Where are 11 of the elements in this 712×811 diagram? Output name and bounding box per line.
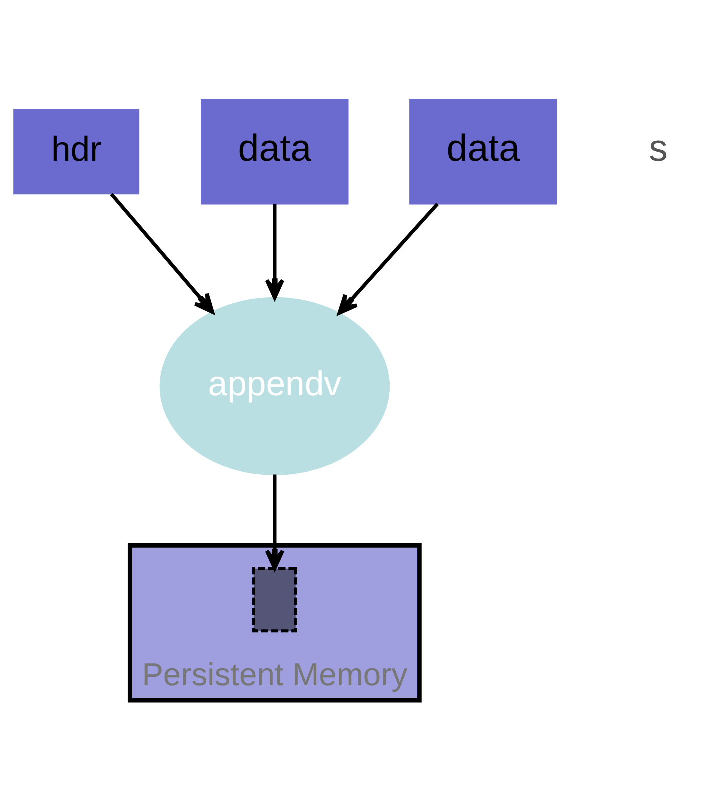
arrow <box>265 204 285 300</box>
label: s <box>649 126 668 169</box>
node-box: data <box>410 98 558 204</box>
node-ellipse: appendv <box>160 296 390 475</box>
arrow <box>338 202 439 314</box>
node-box: hdr <box>14 108 140 194</box>
arrow <box>265 474 285 570</box>
node-box: data <box>201 98 349 204</box>
node-box <box>252 566 298 632</box>
cluster: Persistent Memory <box>128 543 422 702</box>
arrow <box>110 192 214 314</box>
